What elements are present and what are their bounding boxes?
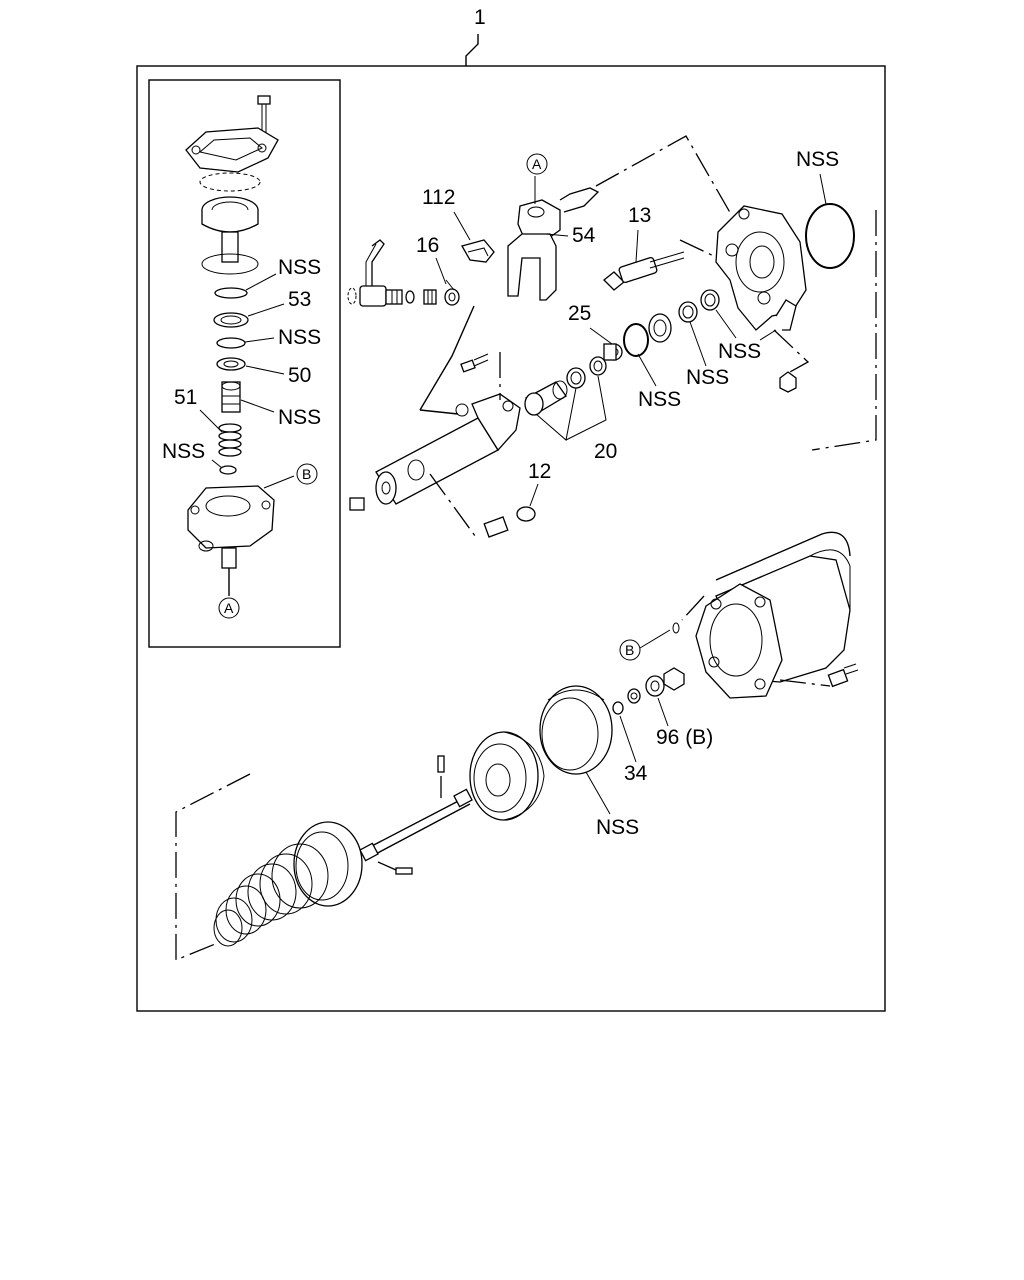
inset-ring — [201, 253, 259, 275]
ref-circle-b-inset: B — [296, 463, 318, 485]
svg-text:B: B — [302, 466, 311, 482]
inset-o-ring — [216, 337, 246, 349]
return-spring — [213, 821, 363, 947]
callout-50: 50 — [288, 364, 311, 387]
callout-nss-inset-4: NSS — [162, 440, 205, 463]
leader-20-b — [565, 375, 607, 441]
sensor-13 — [603, 251, 685, 291]
actuator-cylinder — [695, 531, 851, 699]
shift-shaft-housing — [375, 393, 521, 505]
callout-nss-inset-2: NSS — [278, 326, 321, 349]
piston-disc — [469, 731, 545, 821]
washer-small — [627, 688, 641, 704]
inset-gasket — [199, 172, 261, 192]
inset-washer-50 — [216, 357, 246, 371]
callout-nss-upper-right: NSS — [796, 148, 839, 171]
shift-fork-54 — [507, 187, 600, 301]
leader-16-base — [419, 409, 459, 415]
callout-54: 54 — [572, 224, 596, 247]
bolt-lower — [827, 663, 859, 688]
ring-20-a — [566, 367, 586, 389]
svg-text:A: A — [224, 600, 234, 616]
pin-bottom — [395, 867, 413, 875]
callout-25: 25 — [568, 302, 591, 325]
callout-nss-lower: NSS — [596, 816, 639, 839]
seal-ring — [648, 313, 672, 343]
svg-text:A: A — [532, 156, 542, 172]
elbow-fitting — [347, 239, 403, 307]
callout-nss-right-2: NSS — [686, 366, 729, 389]
inset-valve-cover — [185, 127, 279, 173]
guide-line-lower-left — [175, 773, 251, 961]
callout-assembly-1: 1 — [474, 6, 486, 29]
sleeve-20 — [524, 380, 568, 416]
guide-pin-bottom — [377, 861, 397, 871]
callout-112: 112 — [422, 186, 455, 209]
bushing-nss-1 — [700, 289, 720, 311]
diaphragm-nss — [539, 685, 613, 775]
callout-34: 34 — [624, 762, 648, 785]
ring-20-b — [589, 356, 607, 376]
plug-left — [349, 497, 365, 511]
guide-line-right — [811, 210, 877, 451]
callout-20: 20 — [594, 440, 617, 463]
hex-nut — [779, 371, 797, 393]
inset-housing — [187, 485, 275, 569]
callout-12: 12 — [528, 460, 551, 483]
snap-ring-34 — [612, 701, 624, 715]
guide-line-b — [681, 595, 705, 621]
push-rod — [359, 788, 473, 862]
ref-circle-a-inset: A — [218, 597, 240, 619]
svg-text:B: B — [625, 642, 634, 658]
inset-small-o-ring — [219, 465, 237, 475]
callout-nss-mid: NSS — [638, 388, 681, 411]
callout-16: 16 — [416, 234, 439, 257]
leader-16-link — [419, 305, 475, 411]
callout-51: 51 — [174, 386, 197, 409]
pin-top — [437, 755, 445, 773]
callout-53: 53 — [288, 288, 311, 311]
fitting-25 — [603, 343, 623, 361]
callout-96b: 96 (B) — [656, 726, 713, 749]
guide-line-13 — [679, 239, 719, 259]
inset-valve-stem — [221, 381, 241, 413]
bolt-upper — [460, 353, 489, 373]
small-fitting-row — [405, 288, 460, 306]
o-ring-nss-mid — [623, 323, 649, 357]
callout-nss-right-1: NSS — [718, 340, 761, 363]
bushing-nss-2 — [678, 301, 698, 323]
guide-line-upper — [595, 135, 733, 217]
inset-seal-53 — [213, 312, 249, 328]
bleeder-12 — [483, 506, 536, 538]
ref-circle-b-lower: B — [619, 639, 641, 661]
large-o-ring-nss — [805, 203, 855, 269]
callout-13: 13 — [628, 204, 651, 227]
guide-line-12 — [429, 473, 479, 541]
small-pin-b — [672, 622, 680, 634]
assembly-frame — [136, 65, 886, 1012]
washer-96b — [645, 675, 665, 697]
guide-line-bolt-lower — [779, 679, 831, 687]
inset-piston — [201, 196, 259, 263]
nut-96 — [663, 667, 685, 691]
inset-spring-51 — [218, 423, 242, 457]
guide-line-nut — [773, 329, 810, 373]
inset-frame — [148, 79, 341, 648]
clip-112 — [461, 239, 495, 263]
transfer-housing — [715, 205, 807, 331]
leader-assembly-1 — [465, 34, 479, 66]
callout-nss-inset-3: NSS — [278, 406, 321, 429]
callout-nss-inset-1: NSS — [278, 256, 321, 279]
ref-circle-a-fork: A — [526, 153, 548, 175]
inset-snap-ring — [214, 287, 248, 299]
